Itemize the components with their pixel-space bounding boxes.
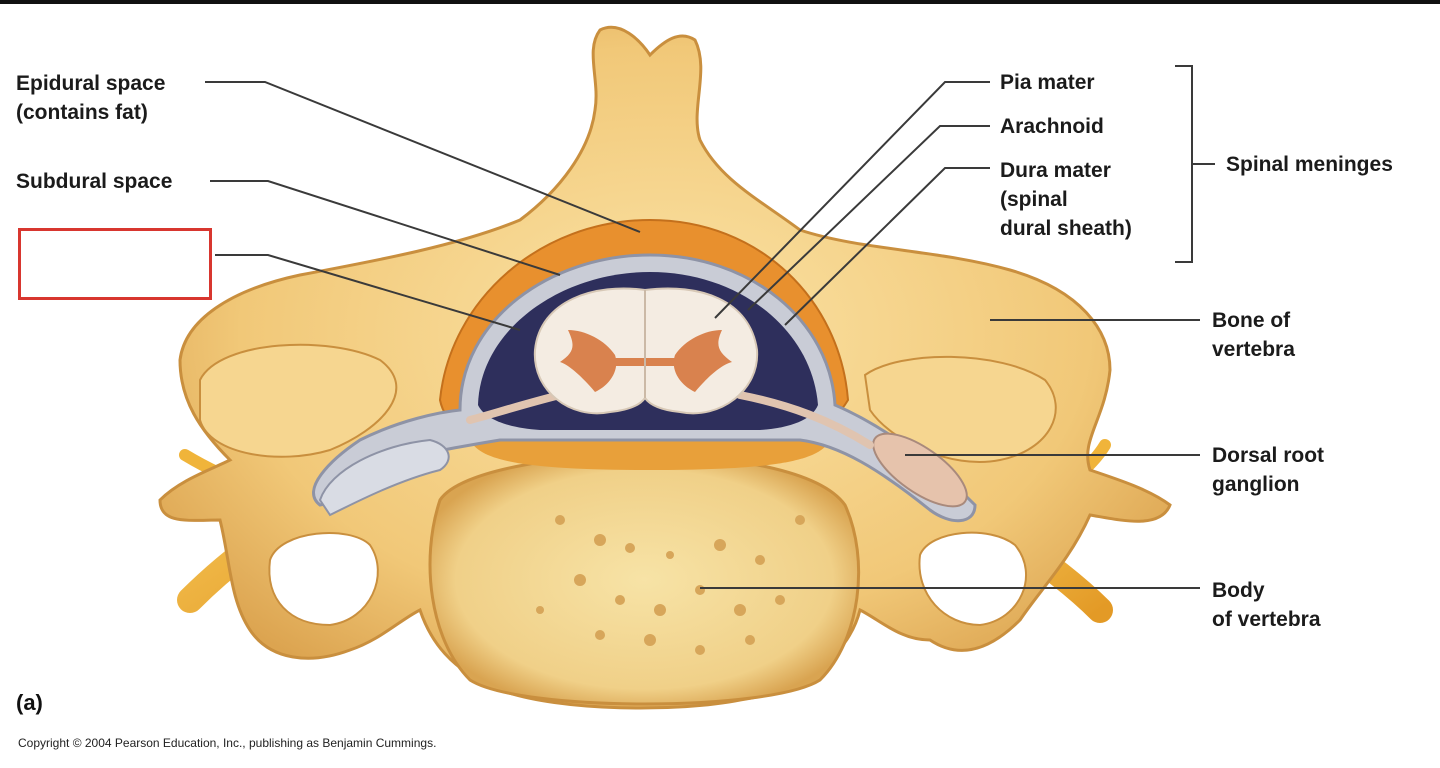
gray-matter-left (560, 330, 617, 392)
left-nerve-root (466, 391, 564, 424)
dura-leader (784, 167, 990, 326)
label-arachnoid: Arachnoid (1000, 115, 1104, 138)
right-foramen (918, 531, 1027, 627)
figure-letter: (a) (16, 690, 43, 715)
dorsal-root-ganglion (872, 432, 968, 508)
epidural-leader (205, 81, 641, 233)
epidural-fat-bottom (470, 440, 830, 470)
answer-box-leader (215, 254, 521, 331)
left-foramen (268, 532, 379, 627)
hidden-label-box[interactable] (18, 228, 212, 300)
right-nerve-root (736, 391, 874, 449)
label-epidural-space: Epidural space(contains fat) (16, 72, 166, 124)
pia-leader (714, 81, 990, 319)
subdural-leader (210, 180, 561, 276)
left-articular-facet (199, 343, 398, 458)
body-pores (536, 515, 805, 655)
label-pia-mater: Pia mater (1000, 71, 1095, 94)
left-nerve-root-sleeve (318, 438, 450, 517)
top-border (0, 0, 1440, 4)
gray-matter-right (673, 330, 732, 392)
arachnoid-leader (747, 125, 990, 311)
vertebral-body (428, 453, 861, 706)
leader-lines (205, 65, 1215, 589)
meninges-bracket (1175, 65, 1193, 263)
label-spinal-meninges: Spinal meninges (1226, 153, 1393, 176)
label-subdural-space: Subdural space (16, 170, 173, 193)
copyright-notice: Copyright © 2004 Pearson Education, Inc.… (18, 736, 437, 750)
